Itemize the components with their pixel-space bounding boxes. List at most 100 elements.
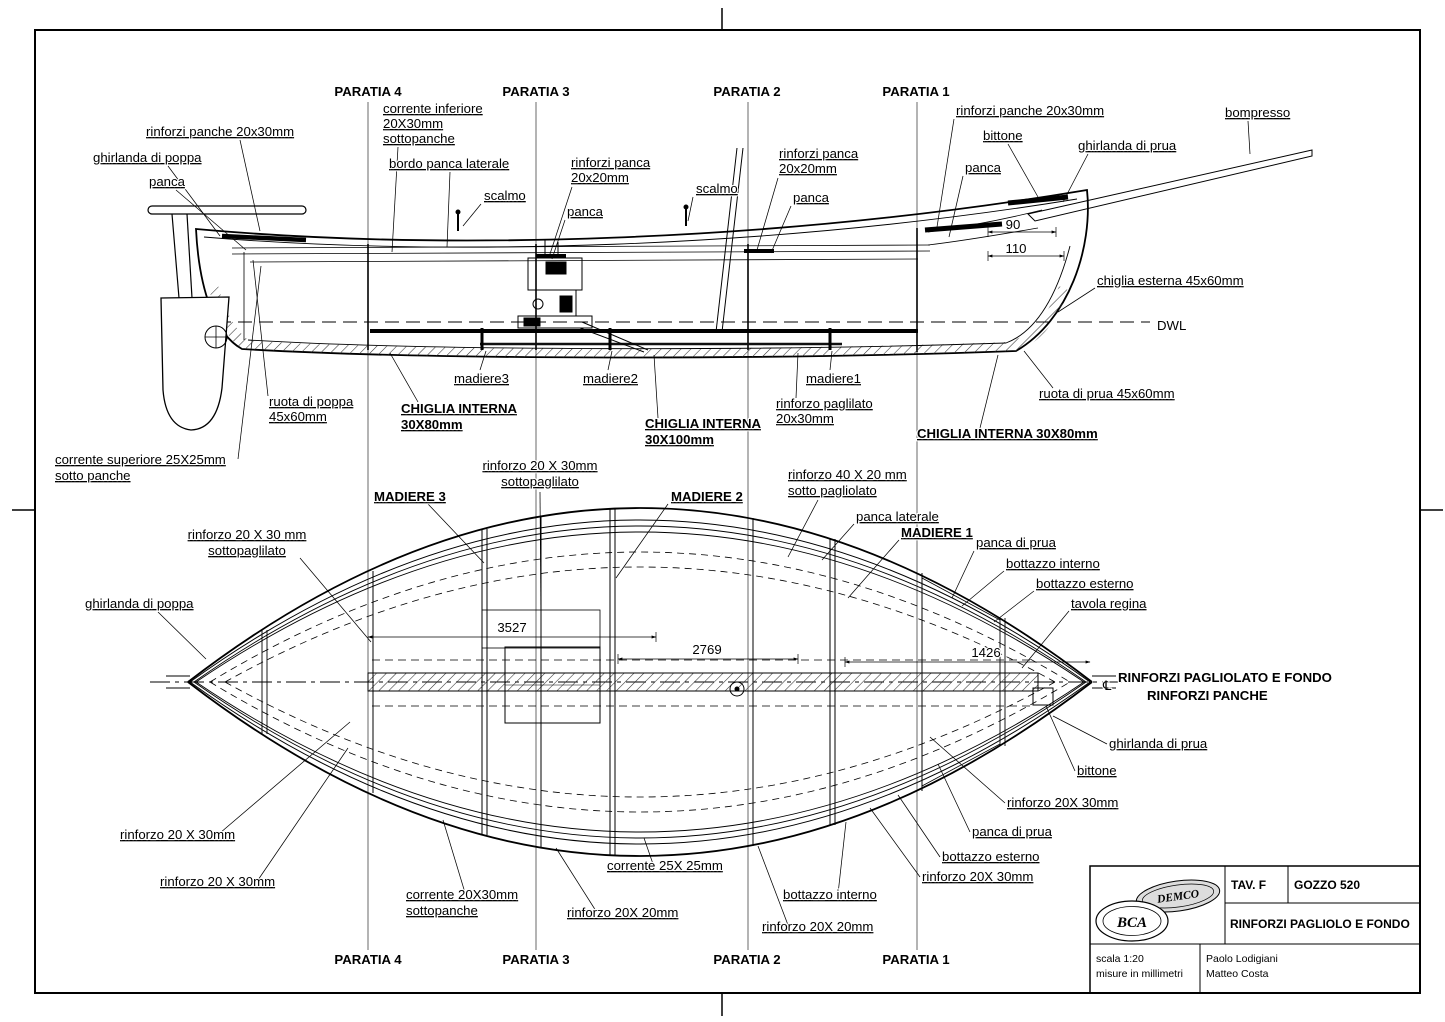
madiere-1-plan-label: MADIERE 1 bbox=[901, 525, 973, 540]
gunwale-outer-bottom bbox=[187, 681, 1093, 857]
paratia-4-top-label: PARATIA 4 bbox=[334, 84, 402, 99]
dim-2769: 2769 bbox=[692, 642, 721, 657]
panca-laterale-dashed-top bbox=[209, 551, 1071, 683]
ghirlanda-di-poppa-side-label: ghirlanda di poppa bbox=[93, 150, 202, 165]
bittone-plan-label-leader bbox=[1045, 705, 1076, 772]
inner-sheer-line bbox=[203, 198, 1078, 248]
drawing-scale: scala 1:20 bbox=[1096, 953, 1144, 965]
paratia-1-bottom-label: PARATIA 1 bbox=[882, 952, 949, 967]
tavola-regina-label: tavola regina bbox=[1071, 596, 1147, 611]
plan-dimension-lines bbox=[367, 632, 1091, 667]
scalmo-right-knob bbox=[683, 204, 689, 210]
ghirlanda-di-prua-side-label-leader bbox=[1062, 153, 1089, 203]
bittone-block-plan bbox=[1032, 687, 1054, 706]
panca-di-prua-top-label-leader bbox=[951, 550, 975, 599]
rinforzo-20x30-bow-label-leader bbox=[929, 736, 1006, 804]
rinforzo-20x30-stern-a-label: rinforzo 20 X 30mm bbox=[120, 827, 235, 842]
paratia-2-top-label: PARATIA 2 bbox=[713, 84, 780, 99]
madiere3-side-label-leader bbox=[479, 350, 487, 371]
rinforzo-40x20-label-leader bbox=[787, 499, 819, 558]
scalmo-left-knob bbox=[455, 209, 461, 215]
bittone-side-label: bittone bbox=[983, 128, 1023, 143]
bottazzo-interno-bottom-label-leader bbox=[837, 821, 847, 895]
bompresso-spar bbox=[1027, 149, 1313, 222]
corrente-superiore-label-leader bbox=[237, 265, 262, 460]
panca-di-prua-bottom-label: panca di prua bbox=[972, 824, 1053, 839]
panca-prua-side-label: panca bbox=[965, 160, 1002, 175]
tavola-regina-plank bbox=[367, 672, 1039, 692]
rinforzo-sottopagliolato-center-label-leader bbox=[539, 491, 542, 629]
scalmo-right-label-leader bbox=[687, 196, 694, 222]
panca-prua-side-label-leader bbox=[948, 175, 964, 238]
scalmo-left-label-leader bbox=[462, 203, 482, 227]
bottazzo-esterno-bottom-label-leader bbox=[897, 794, 941, 858]
panca-right-label: panca bbox=[793, 190, 830, 205]
scalmo-left-label: scalmo bbox=[484, 188, 526, 203]
bompresso-label-leader bbox=[1247, 120, 1251, 155]
bottazzo-interno-bottom-label: bottazzo interno bbox=[783, 887, 877, 902]
rinforzo-20x30-bottom-label: rinforzo 20X 30mm bbox=[922, 869, 1033, 884]
drawing-title: RINFORZI PAGLIOLO E FONDO bbox=[1230, 917, 1410, 931]
rinforzo-20x30-stern-b-label: rinforzo 20 X 30mm bbox=[160, 874, 275, 889]
panca-center-label: panca bbox=[567, 204, 604, 219]
bottazzo-interno-top-line bbox=[193, 525, 1087, 683]
bottazzo-interno-top-label-leader bbox=[961, 570, 1005, 607]
tavola-regina-label-leader bbox=[1021, 610, 1070, 669]
sheet-number: TAV. F bbox=[1231, 878, 1266, 892]
gunwale-outer-top bbox=[187, 507, 1093, 683]
ghirlanda-di-prua-side-label: ghirlanda di prua bbox=[1078, 138, 1177, 153]
bow-deck-reinforcement bbox=[1007, 194, 1069, 206]
stem-stern-tips bbox=[166, 675, 1116, 689]
plan-madieri bbox=[481, 509, 836, 855]
side-view bbox=[147, 147, 1313, 431]
madiere2-side-label: madiere2 bbox=[583, 371, 638, 386]
chiglia-esterna-label-leader bbox=[1057, 287, 1096, 313]
scalmo-posts bbox=[455, 204, 689, 231]
chiglia-interna-a-label-leader bbox=[389, 352, 419, 403]
bottazzo-interno-bottom-line bbox=[193, 681, 1087, 839]
chiglia-interna-c-label: CHIGLIA INTERNA 30X80mm bbox=[917, 426, 1098, 441]
dwl-label: DWL bbox=[1157, 318, 1186, 333]
sheet-border bbox=[12, 8, 1443, 1016]
bottazzo-esterno-top-label-leader bbox=[993, 590, 1035, 623]
panca-poppa-side-label: panca bbox=[149, 174, 186, 189]
madiere-1-plan-label-leader bbox=[847, 539, 900, 599]
panca-laterale-dashed-bottom bbox=[209, 681, 1071, 813]
bench-lines bbox=[231, 209, 1043, 340]
madiere2-side-label-leader bbox=[607, 350, 613, 371]
paratia-2-bottom-label: PARATIA 2 bbox=[713, 952, 780, 967]
panca-di-prua-top-label: panca di prua bbox=[976, 535, 1057, 550]
bottazzo-esterno-bottom-line bbox=[189, 681, 1091, 845]
ghirlanda-di-prua-plan-label: ghirlanda di prua bbox=[1109, 736, 1208, 751]
rinforzo-20x30-stern-a-label-leader bbox=[219, 721, 351, 834]
plan-bulkheads bbox=[372, 517, 923, 847]
madiere1-side-label-leader bbox=[829, 350, 833, 371]
ghirlanda-di-prua-plan-label-leader bbox=[1052, 715, 1108, 745]
bow-bench-reinforcement bbox=[924, 221, 1003, 233]
rinforzi-panche-poppa-label-leader bbox=[239, 139, 261, 232]
bow-dimension-lines bbox=[987, 227, 1065, 261]
stern-bench-reinforcement bbox=[221, 233, 307, 243]
panca-laterale-label-leader bbox=[821, 523, 855, 561]
paratia-4-bottom-label: PARATIA 4 bbox=[334, 952, 402, 967]
rinforzo-20x20-right-label: rinforzo 20X 20mm bbox=[762, 919, 873, 934]
madiere-3-plan-label-leader bbox=[427, 503, 485, 564]
plan-title-line2: RINFORZI PANCHE bbox=[1147, 688, 1268, 703]
title-block: DEMCO BCA TAV. F GOZZO 520 RINFORZI PAGL… bbox=[1089, 865, 1421, 994]
rinforzo-20x20-left-label-leader bbox=[555, 847, 597, 912]
madiere3-side-label: madiere3 bbox=[454, 371, 509, 386]
rudder-stock bbox=[171, 213, 180, 299]
madiere-2-plan-label-leader bbox=[615, 503, 669, 579]
rudder-blade bbox=[160, 296, 230, 431]
bottazzo-esterno-top-label: bottazzo esterno bbox=[1036, 576, 1134, 591]
corrente-25x25-label: corrente 25X 25mm bbox=[607, 858, 723, 873]
rinforzi-panche-prua-label-leader bbox=[936, 118, 955, 228]
ghirlanda-di-poppa-plan-label-leader bbox=[157, 611, 207, 660]
